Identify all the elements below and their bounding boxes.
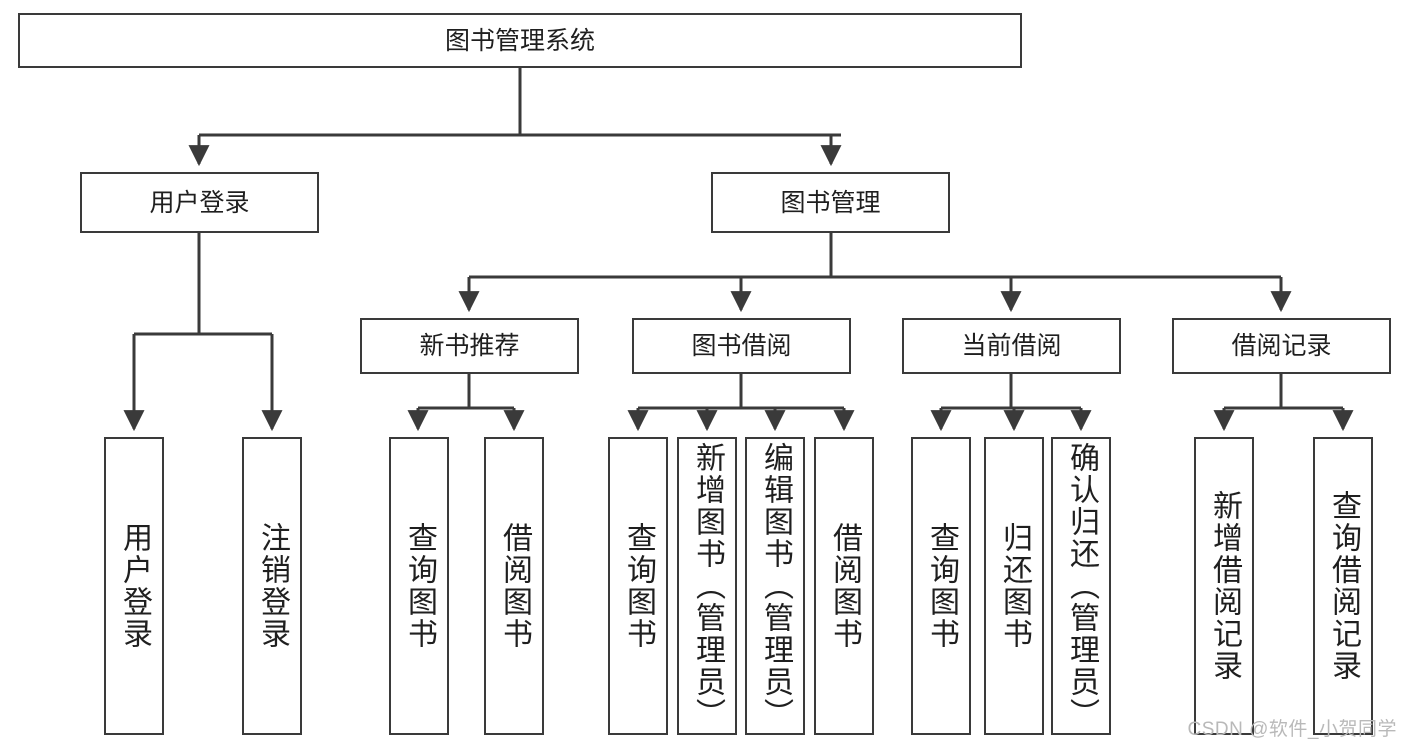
node-leaf-confirm-return[interactable]: 确认归还（管理员） xyxy=(1051,437,1111,735)
node-borrow-record-label: 借阅记录 xyxy=(1231,332,1332,360)
node-leaf-query-book-rec-label: 查询图书 xyxy=(403,522,436,650)
node-root[interactable]: 图书管理系统 xyxy=(18,13,1022,68)
node-leaf-borrow-book-b[interactable]: 借阅图书 xyxy=(814,437,874,735)
node-leaf-query-book-c[interactable]: 查询图书 xyxy=(911,437,971,735)
node-leaf-add-record-label: 新增借阅记录 xyxy=(1208,490,1241,682)
node-leaf-query-book-b-label: 查询图书 xyxy=(622,522,655,650)
node-leaf-edit-book[interactable]: 编辑图书（管理员） xyxy=(745,437,805,735)
node-leaf-add-book-label: 新增图书（管理员） xyxy=(691,442,724,730)
node-user-login-label: 用户登录 xyxy=(149,188,250,217)
node-leaf-borrow-book-rec[interactable]: 借阅图书 xyxy=(484,437,544,735)
node-book-borrow-label: 图书借阅 xyxy=(691,332,792,360)
node-leaf-logout[interactable]: 注销登录 xyxy=(242,437,302,735)
node-leaf-user-login-label: 用户登录 xyxy=(118,522,151,650)
node-leaf-query-book-rec[interactable]: 查询图书 xyxy=(389,437,449,735)
node-new-book-rec[interactable]: 新书推荐 xyxy=(360,318,579,374)
node-book-borrow[interactable]: 图书借阅 xyxy=(632,318,851,374)
node-book-manage-label: 图书管理 xyxy=(780,188,881,217)
node-new-book-rec-label: 新书推荐 xyxy=(419,332,520,360)
node-leaf-user-login[interactable]: 用户登录 xyxy=(104,437,164,735)
node-book-manage[interactable]: 图书管理 xyxy=(711,172,950,233)
node-leaf-edit-book-label: 编辑图书（管理员） xyxy=(759,442,792,730)
node-leaf-return-book[interactable]: 归还图书 xyxy=(984,437,1044,735)
node-leaf-query-book-b[interactable]: 查询图书 xyxy=(608,437,668,735)
node-leaf-query-record-label: 查询借阅记录 xyxy=(1327,490,1360,682)
node-leaf-logout-label: 注销登录 xyxy=(256,522,289,650)
node-user-login[interactable]: 用户登录 xyxy=(80,172,319,233)
node-leaf-query-book-c-label: 查询图书 xyxy=(925,522,958,650)
node-leaf-return-book-label: 归还图书 xyxy=(998,522,1031,650)
node-leaf-add-book[interactable]: 新增图书（管理员） xyxy=(677,437,737,735)
node-leaf-query-record[interactable]: 查询借阅记录 xyxy=(1313,437,1373,735)
node-leaf-add-record[interactable]: 新增借阅记录 xyxy=(1194,437,1254,735)
node-root-label: 图书管理系统 xyxy=(444,26,595,55)
node-leaf-confirm-return-label: 确认归还（管理员） xyxy=(1065,442,1098,730)
node-leaf-borrow-book-rec-label: 借阅图书 xyxy=(498,522,531,650)
node-current-borrow-label: 当前借阅 xyxy=(961,332,1062,360)
node-current-borrow[interactable]: 当前借阅 xyxy=(902,318,1121,374)
node-borrow-record[interactable]: 借阅记录 xyxy=(1172,318,1391,374)
node-leaf-borrow-book-b-label: 借阅图书 xyxy=(828,522,861,650)
